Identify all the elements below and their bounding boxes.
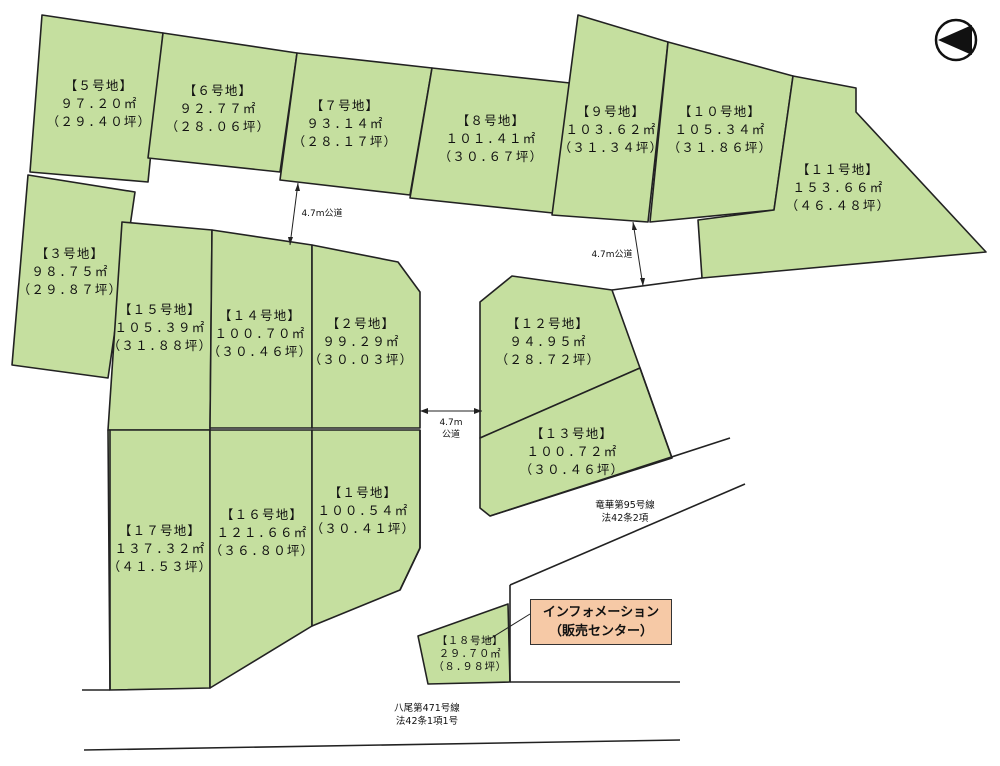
lot-12-tsubo: （２８.７２坪） — [496, 352, 601, 367]
lot-2-name: 【２号地】 — [327, 316, 396, 331]
road-lines — [82, 277, 746, 751]
lot-3[interactable] — [11, 174, 136, 379]
lot-12-name: 【１２号地】 — [507, 316, 589, 331]
lot-8-area: １０１.４１㎡ — [446, 131, 537, 146]
lot-3-tsubo: （２９.８７坪） — [18, 282, 123, 297]
road-width-upper: 4.7m公道 — [301, 207, 342, 219]
lot-6[interactable] — [147, 32, 298, 173]
south-road-name: 八尾第471号線 — [394, 702, 460, 714]
lot-16[interactable] — [209, 429, 313, 689]
lot-16-area: １２１.６６㎡ — [217, 525, 308, 540]
info-title: インフォメーション — [542, 605, 660, 620]
lot-12-area: ９４.９５㎡ — [509, 334, 586, 349]
lot-5-tsubo: （２９.４０坪） — [47, 114, 152, 129]
lot-14-name: 【１４号地】 — [219, 308, 301, 323]
lot-1-tsubo: （３０.４１坪） — [311, 521, 416, 536]
info-subtitle: （販売センター） — [548, 624, 653, 639]
lot-16-tsubo: （３６.８０坪） — [210, 543, 315, 558]
road-width-upper-arrow — [288, 182, 300, 246]
lot-13-name: 【１３号地】 — [531, 426, 613, 441]
lot-2-area: ９９.２９㎡ — [322, 334, 399, 349]
lot-15-name: 【１５号地】 — [119, 302, 201, 317]
lot-9-name: 【９号地】 — [577, 104, 646, 119]
south-road-law: 法42条1項1号 — [396, 715, 458, 727]
lot-11-name: 【１１号地】 — [797, 162, 879, 177]
north-arrow-icon — [934, 18, 978, 62]
road-width-center-2: 公道 — [442, 428, 460, 440]
road-width-center-1: 4.7m — [439, 418, 462, 428]
lot-9[interactable] — [551, 14, 669, 223]
info-center-box[interactable]: インフォメーション （販売センター） — [530, 599, 672, 645]
lot-6-tsubo: （２８.０６坪） — [166, 119, 271, 134]
lot-13-tsubo: （３０.４６坪） — [520, 462, 625, 477]
lot-labels: 【５号地】 ９７.２０㎡ （２９.４０坪） 【６号地】 ９２.７７㎡ （２８.０６坪） 【７… — [18, 78, 891, 673]
road-width-right: 4.7m公道 — [591, 248, 632, 260]
lot-10-tsubo: （３１.８６坪） — [668, 140, 773, 155]
lot-7-tsubo: （２８.１７坪） — [293, 134, 398, 149]
lot-5-name: 【５号地】 — [65, 78, 134, 93]
east-road-law: 法42条2項 — [602, 512, 649, 524]
lot-1-name: 【１号地】 — [329, 485, 398, 500]
lot-11-area: １５３.６６㎡ — [793, 180, 884, 195]
lot-18-name: 【１８号地】 — [437, 634, 504, 647]
lot-9-area: １０３.６２㎡ — [566, 122, 657, 137]
lot-5-area: ９７.２０㎡ — [60, 96, 137, 111]
lot-17-name: 【１７号地】 — [119, 523, 201, 538]
lot-15-tsubo: （３１.８８坪） — [108, 338, 213, 353]
lot-6-area: ９２.７７㎡ — [179, 101, 256, 116]
lot-18-area: ２９.７０㎡ — [439, 648, 501, 660]
lot-5[interactable] — [29, 14, 164, 183]
road-width-center-arrow — [420, 408, 482, 414]
road-width-right-arrow — [632, 221, 645, 287]
lot-10-area: １０５.３４㎡ — [675, 122, 766, 137]
lot-3-name: 【３号地】 — [36, 246, 105, 261]
lot-9-tsubo: （３１.３４坪） — [559, 140, 664, 155]
lot-16-name: 【１６号地】 — [221, 507, 303, 522]
lot-17-area: １３７.３２㎡ — [115, 541, 206, 556]
lot-8-tsubo: （３０.６７坪） — [439, 149, 544, 164]
lot-8-name: 【８号地】 — [457, 113, 526, 128]
lot-7-area: ９３.１４㎡ — [306, 116, 383, 131]
lot-6-name: 【６号地】 — [184, 83, 253, 98]
lot-1-area: １００.５４㎡ — [318, 503, 409, 518]
lot-11[interactable] — [697, 75, 987, 279]
lot-3-area: ９８.７５㎡ — [31, 264, 108, 279]
lot-2-tsubo: （３０.０３坪） — [309, 352, 414, 367]
lot-2[interactable] — [311, 244, 421, 429]
lot-11-tsubo: （４６.４８坪） — [786, 198, 891, 213]
east-road-name: 竜華第95号線 — [595, 499, 655, 511]
lot-10-name: 【１０号地】 — [679, 104, 761, 119]
info-leader-line — [487, 613, 531, 641]
lot-14-area: １００.７０㎡ — [215, 326, 306, 341]
lot-18-tsubo: （８.９８坪） — [433, 660, 507, 673]
lot-7-name: 【７号地】 — [311, 98, 380, 113]
lot-17-tsubo: （４１.５３坪） — [108, 559, 213, 574]
lot-14-tsubo: （３０.４６坪） — [208, 344, 313, 359]
lot-13-area: １００.７２㎡ — [527, 444, 618, 459]
lot-15-area: １０５.３９㎡ — [115, 320, 206, 335]
